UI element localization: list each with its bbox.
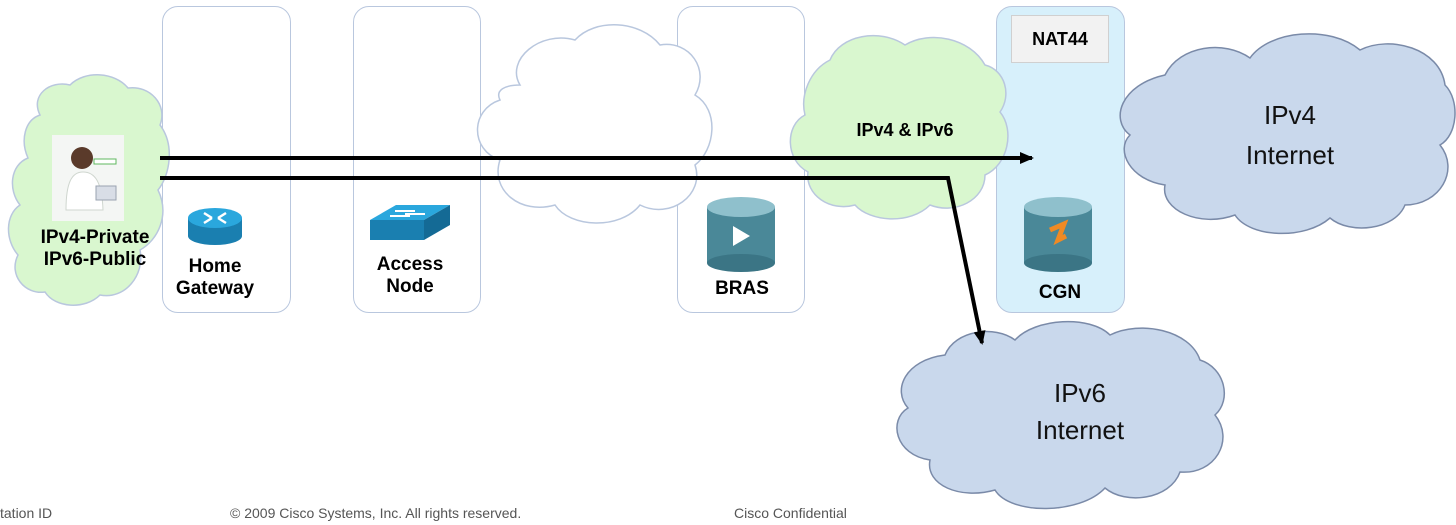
client-label-line1: IPv4-Private xyxy=(40,227,150,248)
ipv4-internet-label-line1: IPv4 xyxy=(1263,100,1317,130)
bras-router-icon xyxy=(707,197,775,272)
home-gateway-label-line2: Gateway xyxy=(175,278,255,299)
ipv6-internet-cloud xyxy=(896,320,1226,510)
access-node-label-line1: Access xyxy=(376,254,444,275)
cgn-label: CGN xyxy=(1038,282,1082,303)
ipv6-internet-label-line2: Internet xyxy=(1035,415,1125,445)
cgn-router-icon xyxy=(1024,197,1092,272)
nat44-label: NAT44 xyxy=(1032,29,1088,49)
aggregation-cloud-green xyxy=(789,34,1009,220)
footer-copyright: © 2009 Cisco Systems, Inc. All rights re… xyxy=(230,505,522,521)
ipv4-internet-label-line2: Internet xyxy=(1245,140,1335,170)
footer-confidential: Cisco Confidential xyxy=(734,505,847,521)
user-icon xyxy=(52,135,124,221)
ipv4-internet-cloud xyxy=(1119,33,1456,235)
aggregation-cloud-label: IPv4 & IPv6 xyxy=(856,120,954,140)
router-icon xyxy=(188,208,242,245)
home-gateway-label-line1: Home xyxy=(188,256,242,277)
aggregation-cloud-white xyxy=(476,24,713,224)
nat44-badge: NAT44 xyxy=(1011,15,1109,63)
ipv6-internet-label-line1: IPv6 xyxy=(1053,378,1107,408)
client-label-line2: IPv6-Public xyxy=(43,249,147,270)
footer-presentation-id: tation ID xyxy=(0,505,53,521)
bras-label: BRAS xyxy=(715,278,769,299)
switch-icon xyxy=(370,205,450,240)
access-node-label-line2: Node xyxy=(386,276,434,297)
ipv6-flow-arrow xyxy=(160,176,986,345)
